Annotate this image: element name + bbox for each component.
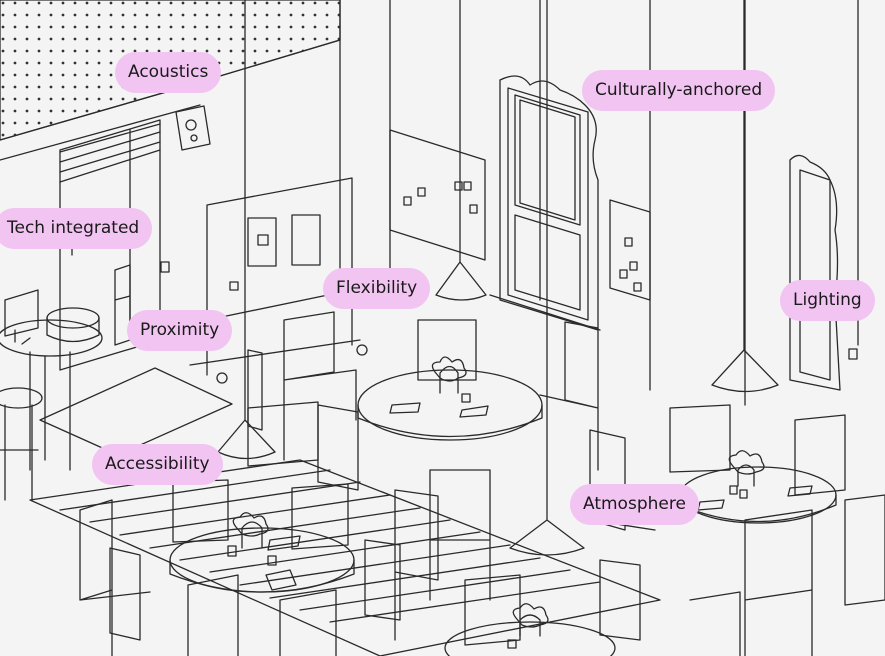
label-acoustics: Acoustics <box>115 52 222 93</box>
round-table-front-left <box>169 521 355 593</box>
label-atmosphere: Atmosphere <box>570 484 699 525</box>
speaker-icon <box>175 105 211 151</box>
tech-side-table <box>0 289 103 471</box>
label-proximity: Proximity <box>127 310 233 351</box>
label-lighting: Lighting <box>780 280 875 321</box>
label-accessibility: Accessibility <box>92 444 223 485</box>
table-plant-icons <box>232 356 765 628</box>
round-table-front-center <box>444 614 616 656</box>
pendant-lamps <box>217 0 779 556</box>
label-flexibility: Flexibility <box>323 268 431 309</box>
round-table-center <box>357 365 543 441</box>
label-tech-integrated: Tech integrated <box>0 208 153 249</box>
label-culturally-anchored: Culturally-anchored <box>582 70 776 111</box>
ornate-window <box>489 75 601 331</box>
